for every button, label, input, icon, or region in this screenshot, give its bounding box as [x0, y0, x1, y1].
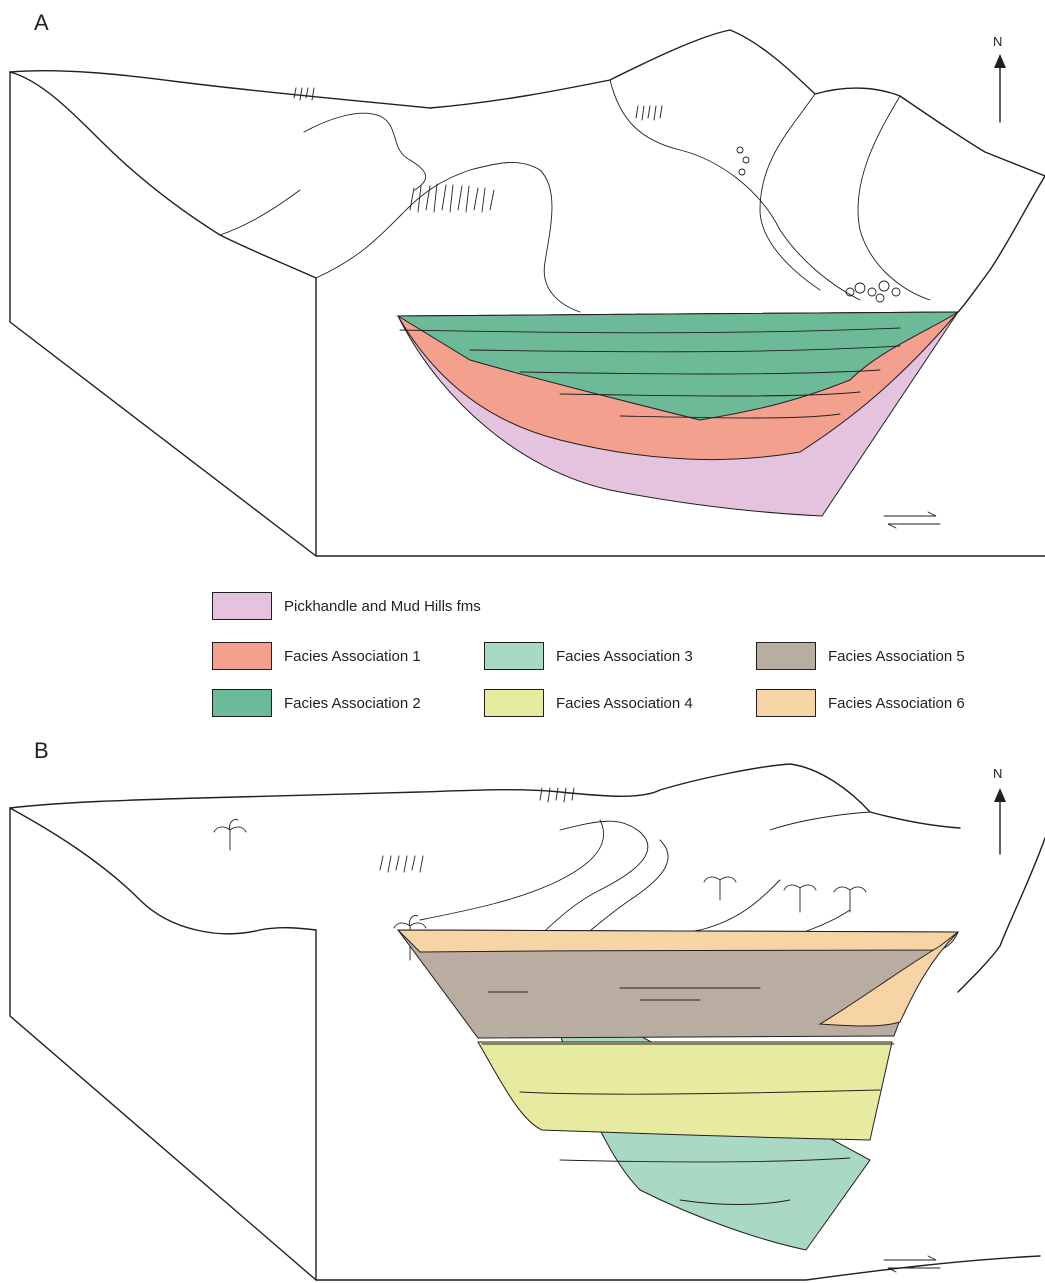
legend-swatch [212, 642, 272, 670]
panel-b-block-diagram [9, 763, 1045, 1281]
right-valley-wall [957, 175, 1045, 313]
panel-a-north-label: N [993, 34, 1003, 49]
landscape-skyline [9, 763, 961, 829]
legend-item-facies-3: Facies Association 3 [484, 642, 693, 670]
facies-4-layer [477, 1041, 893, 1141]
legend-swatch [756, 642, 816, 670]
legend-item-facies-2: Facies Association 2 [212, 689, 421, 717]
panel-a-letter: A [34, 10, 49, 35]
panel-a-block-diagram [9, 29, 1045, 557]
legend-label: Facies Association 6 [828, 694, 965, 712]
north-arrow-icon [994, 54, 1006, 123]
strike-slip-arrows-icon [883, 511, 941, 529]
panel-b-letter: B [34, 738, 49, 763]
legend-swatch [212, 592, 272, 620]
legend-item-facies-1: Facies Association 1 [212, 642, 421, 670]
facies-2-layer [396, 311, 960, 421]
block-outline [9, 71, 1045, 557]
legend-item-facies-4: Facies Association 4 [484, 689, 693, 717]
panel-a-cross-section [396, 311, 960, 517]
legend-label: Facies Association 4 [556, 694, 693, 712]
legend-label: Pickhandle and Mud Hills fms [284, 597, 481, 615]
legend-swatch [756, 689, 816, 717]
legend-swatch [484, 642, 544, 670]
legend-swatch [484, 689, 544, 717]
legend-label: Facies Association 1 [284, 647, 421, 665]
legend-label: Facies Association 3 [556, 647, 693, 665]
left-valley-wall [9, 807, 317, 935]
panel-b-cross-section [396, 929, 960, 1251]
panel-b-north-label: N [993, 766, 1003, 781]
legend-label: Facies Association 2 [284, 694, 421, 712]
landscape-skyline [9, 29, 1045, 177]
legend-label: Facies Association 5 [828, 647, 965, 665]
facies-6-wedge [818, 931, 959, 1027]
legend-swatch [212, 689, 272, 717]
right-valley-wall [957, 837, 1045, 993]
strike-slip-arrows-icon [883, 1255, 941, 1273]
legend-item-pickhandle-mud-hills: Pickhandle and Mud Hills fms [212, 592, 481, 620]
facies-6-layer [396, 929, 959, 953]
vegetation-sketch [293, 87, 663, 213]
north-arrow-icon [994, 788, 1006, 855]
legend-item-facies-6: Facies Association 6 [756, 689, 965, 717]
left-valley-wall [9, 71, 317, 279]
legend-item-facies-5: Facies Association 5 [756, 642, 965, 670]
boulder-fan-sketch [736, 146, 901, 303]
